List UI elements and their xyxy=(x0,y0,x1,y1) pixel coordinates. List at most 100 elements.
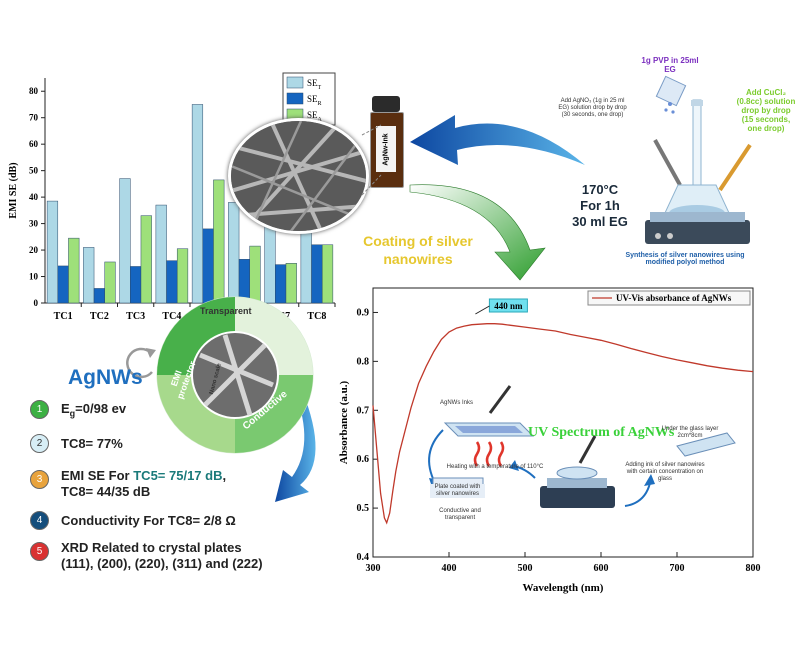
nanowire-texture xyxy=(231,121,366,231)
bar-se-a xyxy=(321,244,334,304)
property-number-3: 3 xyxy=(30,470,49,489)
arrow-synthesis-to-vial xyxy=(410,115,585,165)
property-number-4: 4 xyxy=(30,511,49,530)
line-y-tick-label: 0.8 xyxy=(357,356,370,367)
cycle-arrow-icon xyxy=(126,347,153,379)
bar-se-t xyxy=(83,247,95,304)
xrd-text: XRD Related to crystal plates (111), (20… xyxy=(61,540,263,572)
bar-legend-label: SER xyxy=(307,94,322,107)
line-x-tick-label: 800 xyxy=(746,563,761,574)
condition-time: For 1h xyxy=(580,198,620,213)
pvp-label: 1g PVP in 25ml EG xyxy=(641,56,699,74)
under-glass-label: Under the glass layer 2cm*8cm xyxy=(661,426,719,439)
property-xrd: 5 XRD Related to crystal plates (111), (… xyxy=(30,540,263,572)
bandgap-text: Eg=0/98 ev xyxy=(61,401,126,419)
property-bandgap: 1 Eg=0/98 ev xyxy=(30,400,126,419)
condition-volume: 30 ml EG xyxy=(572,214,628,229)
uv-spectrum-label: UV Spectrum of AgNWs xyxy=(528,425,675,440)
inks-label: AgNWs Inks xyxy=(440,400,474,406)
bar-se-t xyxy=(155,204,167,304)
bar-y-axis-title: EMI SE (dB) xyxy=(8,162,19,218)
bandgap-sub: g xyxy=(69,408,76,419)
heating-label: Heating with a temperature of 110°C xyxy=(446,464,544,470)
conductivity-text: Conductivity For TC8= 2/8 Ω xyxy=(61,513,236,528)
line-legend-box xyxy=(587,290,751,306)
line-x-tick-label: 500 xyxy=(518,563,533,574)
bar-legend-swatch xyxy=(286,92,304,105)
condition-label: 170°C For 1h 30 ml EG xyxy=(560,182,640,230)
ink-vial: AgNw-Ink xyxy=(366,96,406,188)
transparency-text: TC8= 77% xyxy=(61,436,123,451)
bar-x-tick-label: TC8 xyxy=(307,311,326,322)
line-x-tick-label: 600 xyxy=(594,563,609,574)
bar-x-tick-label: TC3 xyxy=(126,311,145,322)
circle-transparent-label: Transparent xyxy=(200,306,252,316)
bandgap-symbol: E xyxy=(61,400,70,416)
condition-temp: 170°C xyxy=(581,182,619,197)
property-number-5: 5 xyxy=(30,542,49,561)
line-plot-frame xyxy=(372,287,754,558)
bar-x-tick-label: TC4 xyxy=(162,311,181,322)
arrow-vial-to-coating xyxy=(409,184,546,281)
vial-label: AgNw-Ink xyxy=(376,126,396,172)
pvp-beaker-icon xyxy=(655,75,687,114)
line-y-tick-label: 0.4 xyxy=(357,552,370,563)
line-y-tick-label: 0.7 xyxy=(357,405,370,416)
bar-se-a xyxy=(285,263,297,304)
synthesis-apparatus xyxy=(645,75,752,244)
bar-se-t xyxy=(46,200,59,304)
line-x-tick-label: 300 xyxy=(366,563,381,574)
bar-se-t xyxy=(191,104,204,304)
property-number-1: 1 xyxy=(30,400,49,419)
line-y-tick-label: 0.6 xyxy=(357,454,370,465)
bar-y-tick-label: 20 xyxy=(29,245,39,255)
coating-label: Coating of silver nanowires xyxy=(363,233,473,267)
line-y-tick-label: 0.5 xyxy=(357,503,370,514)
agno3-label: Add AgNO₃ (1g in 25 ml EG) solution drop… xyxy=(558,98,627,118)
bar-y-tick-label: 40 xyxy=(29,192,39,202)
bar-y-tick-label: 70 xyxy=(29,113,39,123)
line-y-tick-label: 0.9 xyxy=(357,307,370,318)
peak-pointer xyxy=(475,305,490,315)
bar-legend-swatch xyxy=(286,76,304,89)
cond-transp-label: Conductive and transparent xyxy=(439,508,481,521)
bar-y-tick-label: 10 xyxy=(29,272,39,282)
uv-absorbance-series xyxy=(372,323,754,525)
bar-se-a xyxy=(68,237,80,304)
bar-se-t xyxy=(119,178,131,304)
line-x-tick-label: 400 xyxy=(442,563,457,574)
bar-se-a xyxy=(104,261,116,304)
plate-label: Plate coated with silver nanowires xyxy=(430,484,485,498)
bar-se-a xyxy=(140,215,152,304)
emi-tc8: TC8= 44/35 dB xyxy=(61,484,151,499)
bar-y-tick-label: 60 xyxy=(29,139,39,149)
synthesis-caption: Synthesis of silver nanowires using modi… xyxy=(625,252,745,266)
uv-vis-line-chart: 300 400 500 600 700 800 0.4 0.5 0.6 0.7 0.8 0.9Wave… xyxy=(338,287,761,594)
line-legend-label: UV-Vis absorbance of AgNWs xyxy=(616,293,732,303)
xrd-line-1: XRD Related to crystal plates xyxy=(61,540,242,555)
sem-image-circle xyxy=(228,118,369,234)
bar-se-a xyxy=(176,248,189,304)
bar-y-tick-label: 0 xyxy=(34,298,39,308)
line-x-axis-title: Wavelength (nm) xyxy=(523,582,604,594)
bar-x-tick-label: TC2 xyxy=(90,311,109,322)
cucl-label: Add CuCl₂ (0.8cc) solution drop by drop … xyxy=(736,88,796,133)
emi-comma: , xyxy=(222,468,227,483)
arrow-circle-to-props xyxy=(275,390,316,502)
property-transparency: 2 TC8= 77% xyxy=(30,434,123,453)
xrd-line-2: (111), (200), (220), (311) and (222) xyxy=(61,556,263,571)
adding-ink-label: Adding ink of silver nanowires with cert… xyxy=(625,462,705,482)
property-conductivity: 4 Conductivity For TC8= 2/8 Ω xyxy=(30,511,236,530)
property-emi: 3 EMI SE For TC5= 75/17 dB, TC8= 44/35 d… xyxy=(30,468,226,500)
property-number-2: 2 xyxy=(30,434,49,453)
bar-y-tick-label: 30 xyxy=(29,219,39,229)
line-x-tick-label: 700 xyxy=(670,563,685,574)
bar-y-tick-label: 50 xyxy=(29,166,39,176)
emi-tc5: TC5= 75/17 dB xyxy=(133,468,223,483)
bar-x-tick-label: TC1 xyxy=(54,311,73,322)
bar-legend-label: SET xyxy=(307,78,322,91)
bar-y-tick-label: 80 xyxy=(29,86,39,96)
emi-text: EMI SE For TC5= 75/17 dB, TC8= 44/35 dB xyxy=(61,468,226,500)
